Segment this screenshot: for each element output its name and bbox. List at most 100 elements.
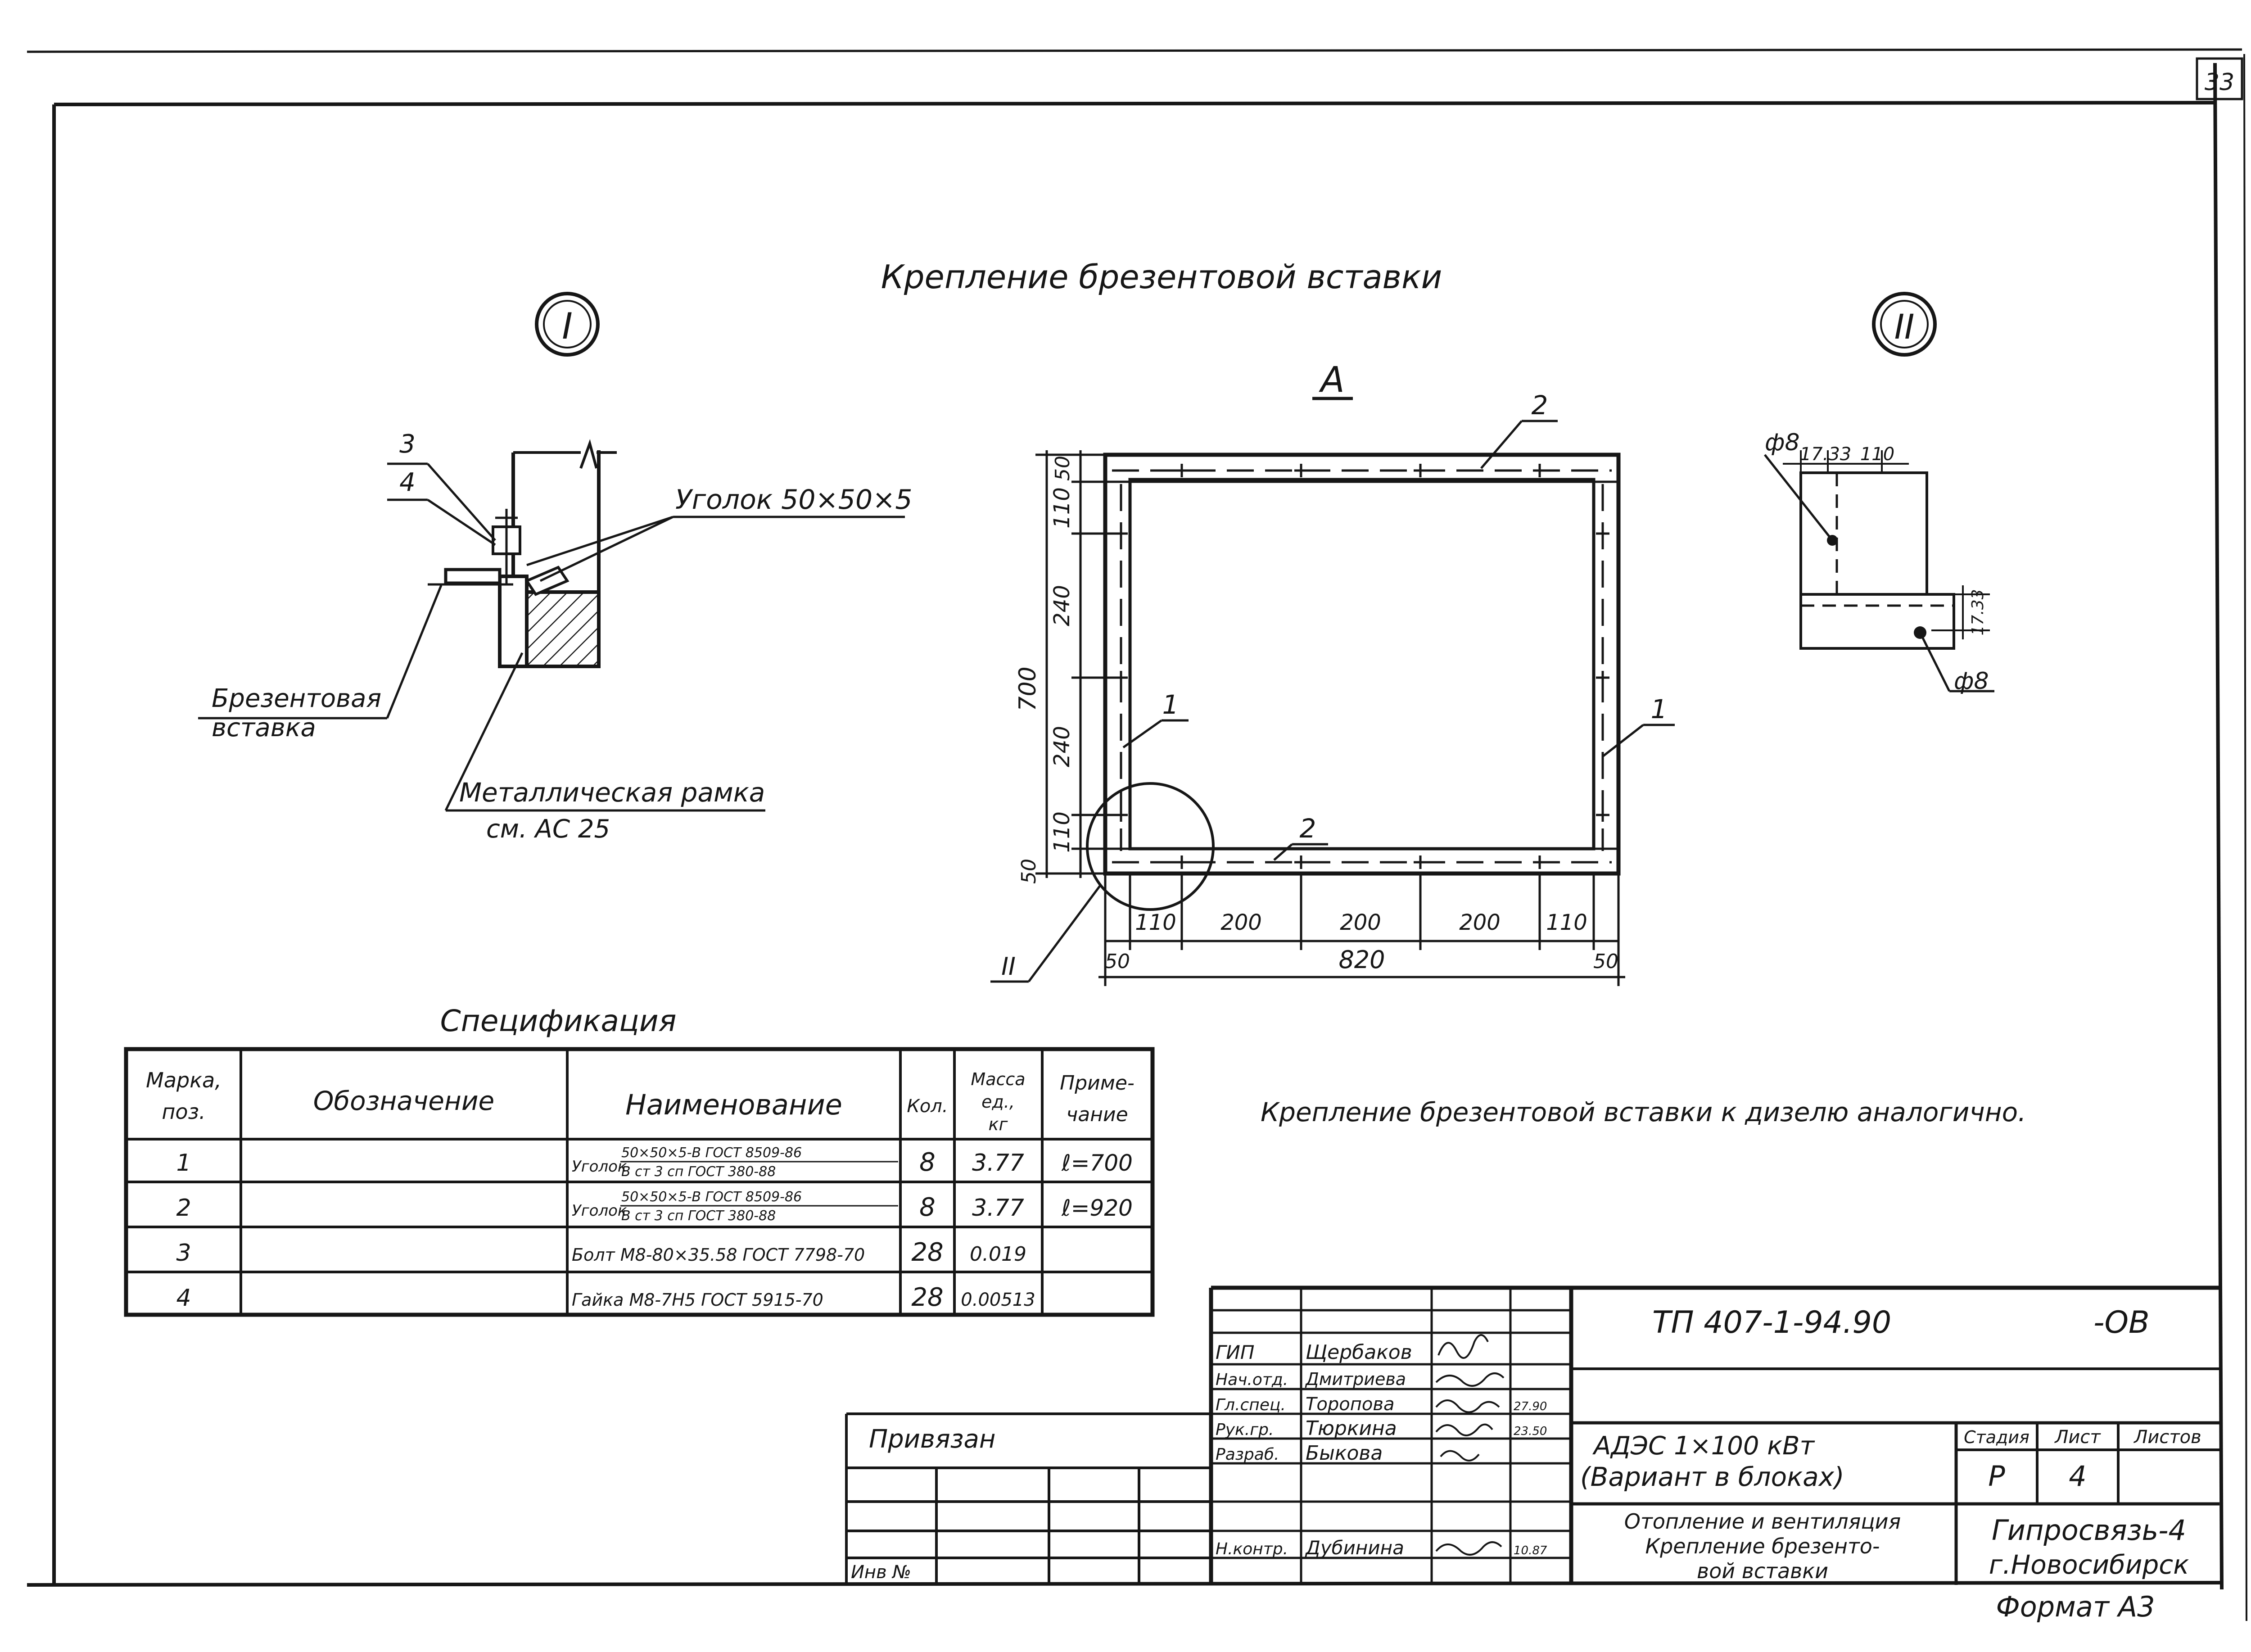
view-II-hole-bottom-label: ф8 [1954, 668, 1989, 695]
spec-title: Спецификация [440, 1004, 677, 1038]
dim-bottom-1: 110 [1135, 910, 1176, 935]
view-A-callout-top: 2 [1532, 390, 1548, 421]
object-line-2: (Вариант в блоках) [1580, 1462, 1844, 1492]
spec-row-4-mass: 0.00513 [961, 1290, 1035, 1310]
svg-text:Масса: Масса [971, 1069, 1025, 1089]
spec-header-qty: Кол. [907, 1096, 948, 1117]
detail-plate-horizontal [1799, 593, 1955, 650]
spec-row-2-pos: 2 [176, 1195, 191, 1222]
org-line-1: Гипросвязь-4 [1992, 1514, 2186, 1547]
stage-value: Р [1988, 1460, 2005, 1493]
spec-row: 2 Уголок 50×50×5-В ГОСТ 8509-86 В ст 3 с… [176, 1189, 1133, 1224]
view-A-letter: А [1318, 360, 1344, 400]
role-gip: ГИП [1216, 1341, 1254, 1363]
sheet-value: 4 [2069, 1460, 2086, 1493]
role-gl-spec: Гл.спец. [1216, 1396, 1286, 1414]
view-II-dim-b: 110 [1860, 444, 1894, 465]
name-nach-otd: Дмитриева [1305, 1369, 1406, 1389]
dim-left-3: 240 [1049, 585, 1075, 626]
drawing-title: Крепление брезентовой вставки [881, 258, 1442, 296]
spec-row-2-prefix: Уголок [572, 1202, 627, 1220]
sheet-header: Лист [2054, 1427, 2101, 1448]
view-II: II ф8 ф8 17.33 110 17.33 [1764, 292, 1994, 695]
view-I: I 3 4 Уголок 50×50×5 Брезентовая встав [198, 292, 913, 844]
spec-row-3-mass: 0.019 [970, 1243, 1026, 1266]
sheets-header: Листов [2133, 1427, 2201, 1448]
name-gl-spec: Торопова [1306, 1394, 1394, 1415]
spec-row-4-pos: 4 [176, 1285, 191, 1312]
dim-bottom-2: 200 [1220, 910, 1262, 935]
dim-bottom-end-left: 50 [1105, 950, 1130, 973]
angle-section-left [498, 575, 529, 668]
dim-left-1: 50 [1051, 456, 1074, 481]
date-ruk-gr: 23.50 [1514, 1425, 1547, 1438]
view-II-hole-top-label: ф8 [1765, 429, 1800, 456]
view-A-callout-left: 1 [1162, 689, 1179, 720]
view-I-marker: I [535, 292, 600, 357]
view-A-detail-ref: II [1001, 952, 1016, 981]
spec-row: 4 Гайка М8-7Н5 ГОСТ 5915-70 28 0.00513 [176, 1283, 1035, 1312]
spec-row-2-note: ℓ=920 [1061, 1195, 1133, 1221]
view-II-marker: II [1872, 292, 1937, 357]
view-A-callout-right: 1 [1651, 694, 1668, 724]
role-ruk-gr: Рук.гр. [1216, 1421, 1274, 1439]
privyazan-label: Привязан [869, 1425, 995, 1454]
dim-left-6: 50 [1017, 859, 1040, 884]
role-nach-otd: Нач.отд. [1216, 1371, 1288, 1389]
svg-text:чание: чание [1066, 1103, 1128, 1126]
spec-row-4-name: Гайка М8-7Н5 ГОСТ 5915-70 [572, 1290, 823, 1310]
spec-row-3-name: Болт М8-80×35.58 ГОСТ 7798-70 [572, 1245, 865, 1265]
view-I-angle-label: Уголок 50×50×5 [675, 484, 913, 516]
spec-row-1-prefix: Уголок [572, 1158, 627, 1176]
format-label: Формат А3 [1996, 1590, 2155, 1623]
spec-row-3-pos: 3 [176, 1240, 191, 1267]
dim-left-total: 700 [1014, 666, 1041, 711]
detail-II-circle [1086, 782, 1215, 911]
date-n-kontr: 10.87 [1514, 1544, 1547, 1557]
bolt-marks [1114, 464, 1609, 869]
stamp-suffix: -ОВ [2093, 1305, 2150, 1340]
role-n-kontr: Н.контр. [1216, 1540, 1288, 1558]
svg-text:Приме-: Приме- [1060, 1072, 1135, 1095]
svg-text:кг: кг [989, 1114, 1008, 1134]
svg-text:ед.,: ед., [981, 1092, 1015, 1112]
spec-row-2-name-bottom: В ст 3 сп ГОСТ 380-88 [621, 1208, 776, 1224]
view-I-pos-4: 4 [399, 468, 416, 497]
sheet-title-1: Отопление и вентиляция [1624, 1509, 1901, 1534]
svg-text:Марка,: Марка, [146, 1068, 221, 1092]
date-gl-spec: 27.90 [1514, 1400, 1547, 1413]
view-II-dim-c: 17.33 [1969, 589, 1987, 635]
name-n-kontr: Дубинина [1305, 1537, 1404, 1559]
spec-row-2-mass: 3.77 [972, 1195, 1024, 1222]
spec-row-2-name-top: 50×50×5-В ГОСТ 8509-86 [621, 1189, 802, 1205]
sheet-title-3: вой вставки [1697, 1559, 1828, 1583]
name-ruk-gr: Тюркина [1306, 1417, 1397, 1440]
stamp-code: ТП 407-1-94.90 [1652, 1305, 1891, 1340]
view-I-frame-label-2: см. АС 25 [486, 815, 610, 844]
specification: Спецификация Марка, поз. Обозначение Наи… [124, 1004, 1155, 1317]
frame-inner [1128, 478, 1596, 851]
sheet-number: 33 [2205, 69, 2234, 96]
dim-left-5: 110 [1049, 811, 1075, 853]
name-razrab: Быкова [1306, 1442, 1383, 1465]
dim-left-2: 110 [1049, 487, 1075, 529]
dim-left-4: 240 [1049, 726, 1075, 767]
sheet-number-box [2196, 57, 2243, 100]
spec-row-2-qty: 8 [919, 1193, 936, 1222]
spec-header: Марка, поз. Обозначение Наименование Кол… [146, 1068, 1135, 1134]
svg-text:поз.: поз. [162, 1100, 205, 1124]
role-razrab: Разраб. [1216, 1445, 1279, 1464]
sheet-border: 33 [27, 48, 2247, 1621]
dim-bottom-total: 820 [1338, 946, 1385, 974]
spec-row-1-note: ℓ=700 [1061, 1150, 1133, 1176]
dim-bottom-5: 110 [1546, 910, 1587, 935]
view-A: А 2 [990, 360, 1675, 986]
detail-plate-vertical [1799, 471, 1928, 596]
note-right: Крепление брезентовой вставки к дизелю а… [1261, 1097, 2026, 1127]
stage-header: Стадия [1964, 1427, 2030, 1447]
signatures [1435, 1334, 1505, 1556]
dim-bottom-end-right: 50 [1593, 950, 1618, 973]
spec-row-1-qty: 8 [919, 1148, 936, 1177]
dim-bottom-4: 200 [1459, 910, 1501, 935]
